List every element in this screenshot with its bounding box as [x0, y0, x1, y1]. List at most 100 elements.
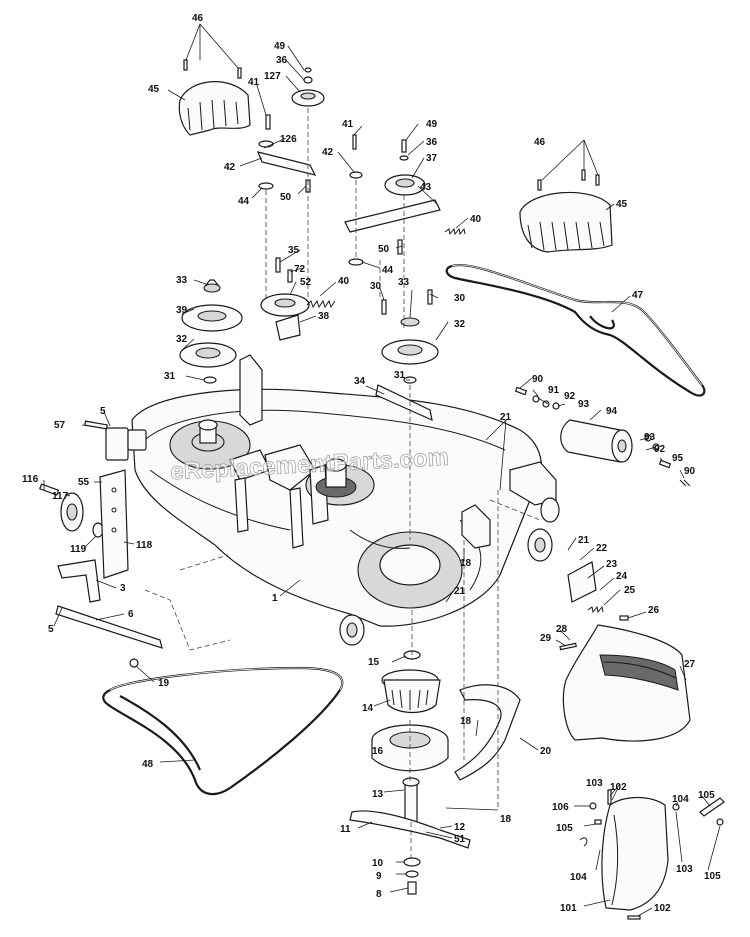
callout-41: 41	[342, 119, 354, 130]
callout-31: 31	[394, 370, 406, 381]
callout-36: 36	[276, 55, 288, 66]
adjust-link-rod	[55, 420, 163, 668]
callout-42: 42	[322, 147, 334, 158]
callout-26: 26	[648, 605, 660, 616]
callout-28: 28	[556, 624, 568, 635]
discharge-deflector-bar	[454, 684, 521, 781]
cover-bolts-left	[183, 59, 242, 79]
deck-wheel-side	[540, 497, 560, 523]
callout-47: 47	[632, 290, 644, 301]
callout-31: 31	[164, 371, 176, 382]
idler-arm-left	[257, 140, 317, 193]
mulch-plate-hardware	[579, 789, 725, 920]
callout-18: 18	[460, 716, 472, 727]
callout-44: 44	[382, 265, 394, 276]
idler-pulley-top	[291, 67, 325, 107]
callout-45: 45	[148, 84, 160, 95]
callout-101: 101	[560, 903, 577, 914]
idler-arm-right	[344, 199, 441, 233]
roller-hardware	[514, 386, 691, 487]
callout-25: 25	[624, 585, 636, 596]
callout-102: 102	[654, 903, 671, 914]
deck-spindle-left	[191, 419, 225, 452]
callout-116: 116	[22, 474, 39, 485]
spindle-shaft	[402, 777, 420, 823]
callout-33: 33	[398, 277, 410, 288]
callout-30: 30	[370, 281, 382, 292]
callout-38: 38	[318, 311, 330, 322]
callout-127: 127	[264, 71, 281, 82]
callout-1: 1	[272, 593, 278, 604]
callout-22: 22	[596, 543, 608, 554]
mower-blade	[349, 810, 471, 849]
callout-11: 11	[340, 824, 351, 835]
callout-49: 49	[426, 119, 438, 130]
callout-93: 93	[578, 399, 590, 410]
callout-35: 35	[288, 245, 300, 256]
callout-46: 46	[192, 13, 204, 24]
callout-8: 8	[376, 889, 382, 900]
mower-deck-housing	[131, 388, 543, 627]
anti-scalp-roller	[560, 419, 633, 463]
callout-42: 42	[224, 162, 236, 173]
callout-46: 46	[534, 137, 546, 148]
callout-49: 49	[274, 41, 286, 52]
spindle-housing-lower	[381, 650, 441, 714]
callout-21: 21	[500, 412, 512, 423]
callout-15: 15	[368, 657, 380, 668]
height-adjust-bracket	[99, 469, 129, 579]
callout-93: 93	[644, 432, 656, 443]
callout-13: 13	[372, 789, 384, 800]
callout-50: 50	[280, 192, 292, 203]
callout-105: 105	[698, 790, 715, 801]
callout-5: 5	[48, 624, 54, 635]
callout-57: 57	[54, 420, 66, 431]
callout-37: 37	[426, 153, 438, 164]
chute-hinge	[559, 561, 629, 651]
callout-34: 34	[354, 376, 366, 387]
callout-72: 72	[294, 264, 306, 275]
callout-48: 48	[142, 759, 154, 770]
deck-wheel-front	[339, 614, 365, 646]
callout-45: 45	[616, 199, 628, 210]
callout-91: 91	[548, 385, 560, 396]
callout-90: 90	[532, 374, 544, 385]
link-bracket	[57, 559, 101, 603]
pulley-stack-left	[179, 279, 243, 384]
lower-drive-belt	[102, 666, 344, 796]
callout-3: 3	[120, 583, 126, 594]
callout-16: 16	[372, 746, 384, 757]
deck-frame	[105, 354, 557, 549]
idler-bracket-center	[275, 314, 301, 341]
deck-wheel-rear	[527, 528, 553, 562]
callout-41: 41	[248, 77, 260, 88]
callout-27: 27	[684, 659, 696, 670]
callout-36: 36	[426, 137, 438, 148]
callout-numbers: 1 3 5 5 6 8 9 10 11 12 13 14 15 16 18 18…	[22, 13, 721, 914]
callout-43: 43	[420, 182, 432, 193]
deck-spindle-center	[315, 458, 357, 498]
callout-92: 92	[654, 444, 666, 455]
mulch-plate	[601, 796, 669, 911]
callout-104: 104	[570, 872, 587, 883]
callout-leaders	[43, 23, 721, 917]
callout-5: 5	[100, 406, 106, 417]
callout-118: 118	[136, 540, 153, 551]
callout-9: 9	[376, 871, 382, 882]
callout-29: 29	[540, 633, 552, 644]
belt-cover-right	[519, 169, 613, 253]
callout-21: 21	[454, 586, 466, 597]
callout-90: 90	[684, 466, 696, 477]
callout-6: 6	[128, 609, 134, 620]
callout-117: 117	[52, 491, 69, 502]
idler-spring-center	[306, 299, 336, 309]
upper-drive-belt	[445, 263, 706, 397]
callout-12: 12	[454, 822, 466, 833]
callout-126: 126	[280, 134, 297, 145]
gauge-wheel-assembly	[39, 483, 125, 546]
callout-51: 51	[454, 834, 466, 845]
callout-50: 50	[378, 244, 390, 255]
callout-102: 102	[610, 782, 627, 793]
callout-119: 119	[70, 544, 87, 555]
